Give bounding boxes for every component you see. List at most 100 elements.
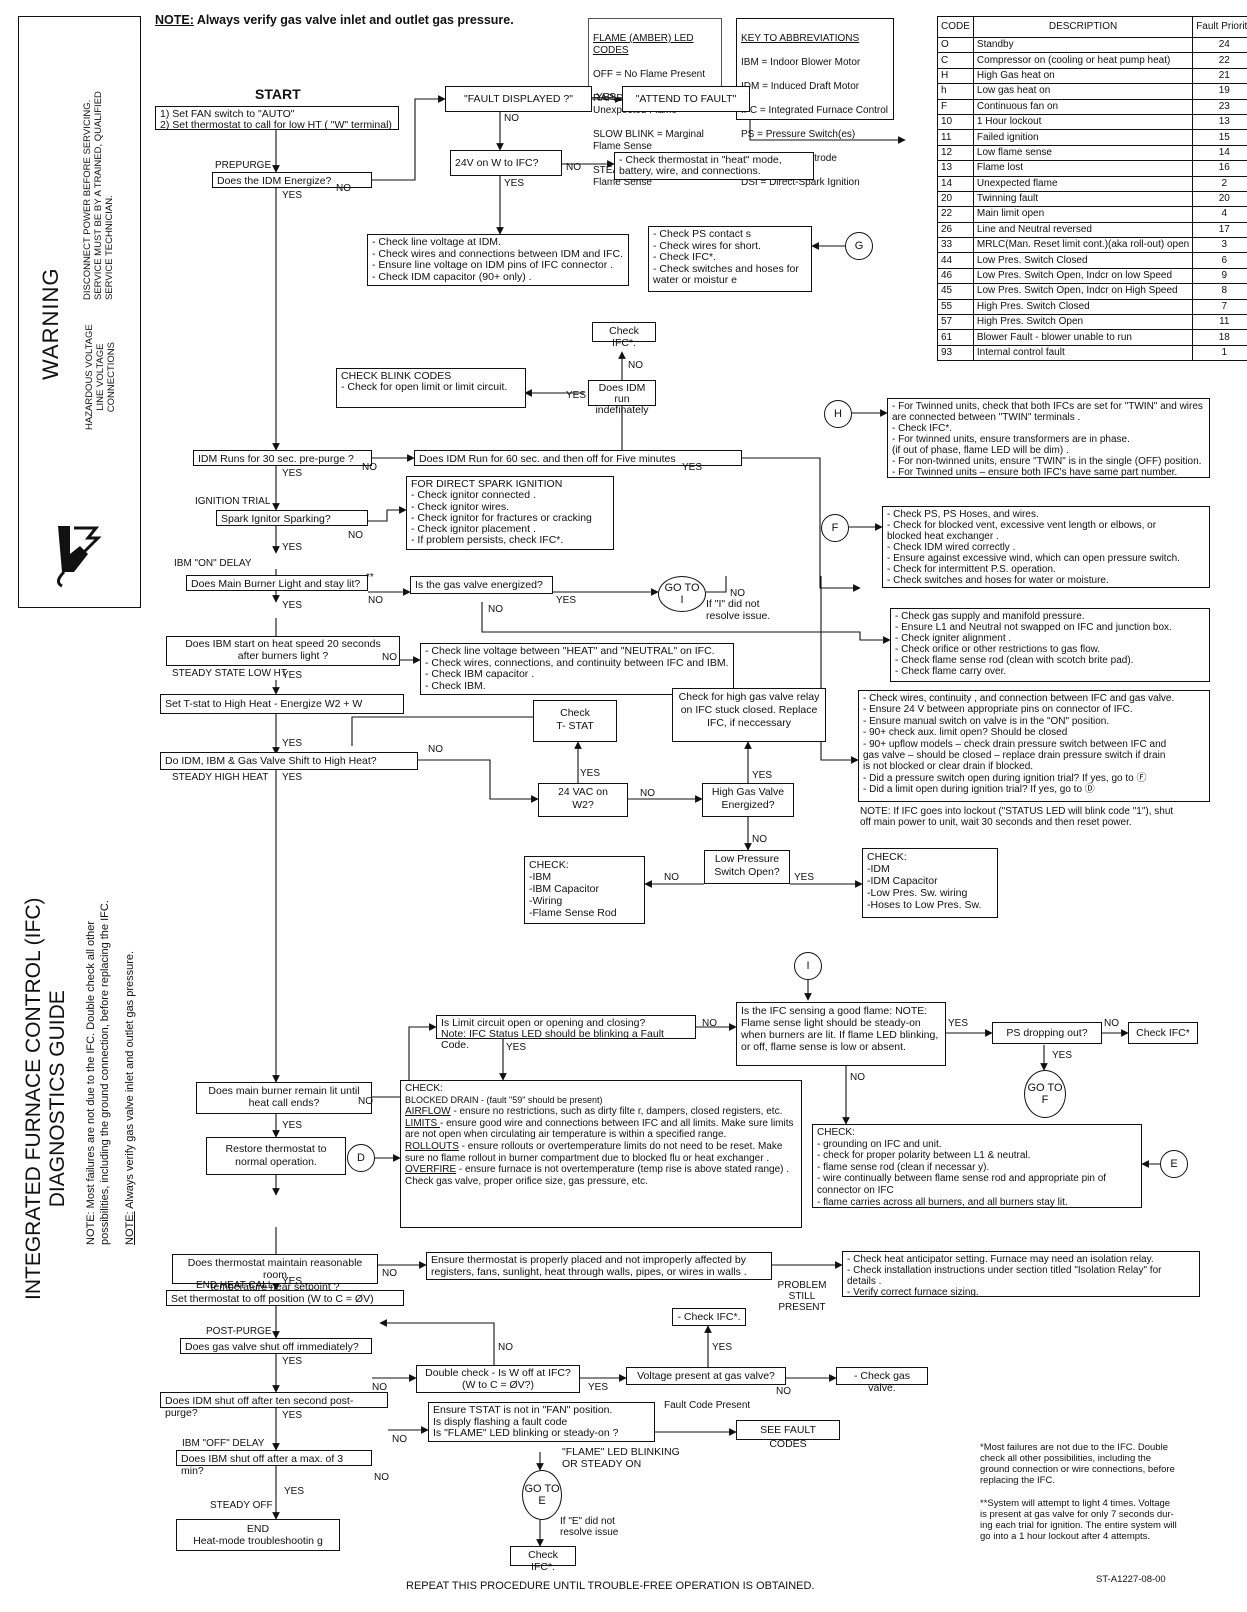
check-ps-box: - Check PS contact s - Check wires for s… [648, 226, 812, 292]
fault-priority-cell: 6 [1192, 252, 1247, 269]
abbreviation-line: IBM = Indoor Blower Motor [741, 57, 861, 68]
fault-code-cell: 10 [937, 113, 974, 131]
see-fault-codes-box: SEE FAULT CODES [736, 1420, 840, 1450]
side-note-prefix: NOTE: [124, 1211, 136, 1245]
fault-code-cell: 33 [937, 237, 974, 254]
restore-thermostat-box: Restore thermostat to normal operation. [206, 1137, 346, 1175]
fault-description-cell: Main limit open [972, 206, 1194, 223]
abbreviation-line: IDM = Induced Draft Motor [741, 81, 860, 92]
answer-yes: YES [282, 1120, 303, 1131]
fault-description-cell: Failed ignition [972, 129, 1194, 146]
rollouts-line: ROLLOUTS - ensure rollouts or overtemper… [405, 1141, 797, 1164]
set-high-heat-box: Set T-stat to High Heat - Energize W2 + … [160, 694, 404, 714]
fault-description-cell: MRLC(Man. Reset limit cont.)(aka roll-ou… [972, 237, 1194, 254]
fault-description-cell: Low Pres. Switch Closed [972, 252, 1194, 269]
burner-remain-box: Does main burner remain lit until heat c… [196, 1082, 372, 1114]
fault-description-cell: Low Pres. Switch Open, Indcr on low Spee… [972, 267, 1194, 285]
fault-displayed-box: "FAULT DISPLAYED ?" [445, 86, 592, 112]
limits-label: LIMITS [405, 1117, 441, 1129]
answer-no: NO [730, 588, 745, 599]
warning-text-1: DISCONNECT POWER BEFORE SERVICING. SERVIC… [82, 91, 115, 300]
limits-text: - ensure good wire and connections betwe… [405, 1117, 794, 1141]
answer-no: NO [850, 1072, 865, 1083]
answer-no: NO [358, 1096, 373, 1107]
warning-line: HAZARDOUS VOLTAGE [84, 324, 95, 430]
marker-e: E [1160, 1150, 1188, 1178]
check-idm-box: CHECK: -IDM -IDM Capacitor -Low Pres. Sw… [862, 848, 998, 918]
header-note-prefix: NOTE: [155, 13, 194, 27]
answer-no: NO [504, 113, 519, 124]
thermostat-placement-box: Ensure thermostat is properly placed and… [426, 1252, 772, 1280]
check-ifc-b-box: Check IFC* [1128, 1022, 1198, 1044]
fault-priority-cell: 16 [1192, 160, 1247, 177]
double-check-w-box: Double check - Is W off at IFC? (W to C … [416, 1365, 580, 1393]
fault-code-cell: 20 [937, 190, 974, 208]
ibm-on-delay-label: IBM "ON" DELAY [174, 558, 252, 569]
flame-led-codes: FLAME (AMBER) LED CODES OFF = No Flame P… [588, 18, 722, 188]
check-ifc-box: Check IFC*. [592, 322, 656, 349]
twinning-box: - For Twinned units, check that both IFC… [887, 398, 1210, 478]
guide-title-line2: DIAGNOSTICS GUIDE [46, 990, 69, 1208]
side-note-text: Always verify gas valve inlet and outlet… [124, 950, 136, 1212]
check-blink-codes-box: CHECK BLINK CODES - Check for open limit… [336, 368, 526, 408]
overfire-line: OVERFIRE - ensure furnace is not overtem… [405, 1164, 797, 1176]
fault-code-cell: 12 [937, 144, 974, 162]
answer-yes: YES [596, 92, 617, 103]
steady-high-label: STEADY HIGH HEAT [172, 772, 269, 783]
answer-no: NO [362, 462, 377, 473]
vac-w2-box: 24 VAC on W2? [538, 783, 628, 817]
fault-code-cell: 14 [937, 175, 974, 192]
fault-priority-cell: 13 [1192, 113, 1247, 131]
w24v-box: 24V on W to IFC? [450, 150, 562, 176]
ibm-heat-speed-box: Does IBM start on heat speed 20 seconds … [166, 636, 400, 666]
fault-code-cell: 46 [937, 267, 974, 285]
answer-no: NO [374, 1472, 389, 1483]
rollouts-text: - ensure rollouts or overtemperature lim… [405, 1140, 783, 1164]
answer-no: NO [336, 183, 351, 194]
answer-no: NO [372, 1382, 387, 1393]
abbreviation-line: IFC = Integrated Furnace Control [741, 105, 889, 116]
answer-no: NO [702, 1018, 717, 1029]
prepurge-label: PREPURGE [215, 160, 272, 171]
warning-line: DISCONNECT POWER BEFORE SERVICING. [82, 99, 93, 300]
answer-yes: YES [282, 468, 303, 479]
problem-present-label: PROBLEM STILL PRESENT [777, 1280, 827, 1313]
goto-e-circle: GO TO E [522, 1470, 562, 1520]
fault-description-cell: 1 Hour lockout [972, 113, 1194, 131]
fault-description-cell: Twinning fault [972, 190, 1194, 208]
fault-code-cell: C [937, 52, 974, 69]
fault-code-cell: h [937, 83, 974, 100]
side-note: NOTE: Most failures are not due to the I… [84, 900, 112, 1245]
answer-yes: YES [282, 1410, 303, 1421]
answer-no: NO [488, 604, 503, 615]
fault-description-cell: Low gas heat on [972, 83, 1194, 100]
voltage-present-box: Voltage present at gas valve? [626, 1367, 786, 1385]
warning-line: SERVICE TECHNICIAN. [104, 195, 115, 300]
answer-yes: YES [284, 1486, 305, 1497]
idm-energize-box: Does the IDM Energize? [212, 172, 372, 188]
fault-code-cell: 57 [937, 314, 974, 331]
rollouts-label: ROLLOUTS [405, 1140, 459, 1152]
low-pressure-switch-box: Low Pressure Switch Open? [704, 850, 790, 884]
ignition-trial-label: IGNITION TRIAL [195, 496, 271, 507]
fault-priority-cell: 11 [1192, 314, 1247, 331]
abbreviation-line: PS = Pressure Switch(es) [741, 129, 856, 140]
priority-header: Fault Priority [1192, 16, 1247, 38]
fault-priority-cell: 3 [1192, 237, 1247, 254]
attend-fault-box: "ATTEND TO FAULT" [622, 86, 750, 112]
fault-description-cell: Flame lost [972, 160, 1194, 177]
overfire-text: - ensure furnace is not overtemperature … [456, 1164, 790, 1176]
repeat-instruction: REPEAT THIS PROCEDURE UNTIL TROUBLE-FREE… [406, 1580, 815, 1592]
answer-yes: YES [712, 1342, 733, 1353]
code-header: CODE [937, 16, 974, 38]
high-relay-box: Check for high gas valve relay on IFC st… [672, 688, 826, 742]
ensure-tstat-box: Ensure TSTAT is not in "FAN" position. I… [428, 1402, 655, 1442]
pressure-switch-box: - Check PS, PS Hoses, and wires. - Check… [882, 506, 1210, 588]
